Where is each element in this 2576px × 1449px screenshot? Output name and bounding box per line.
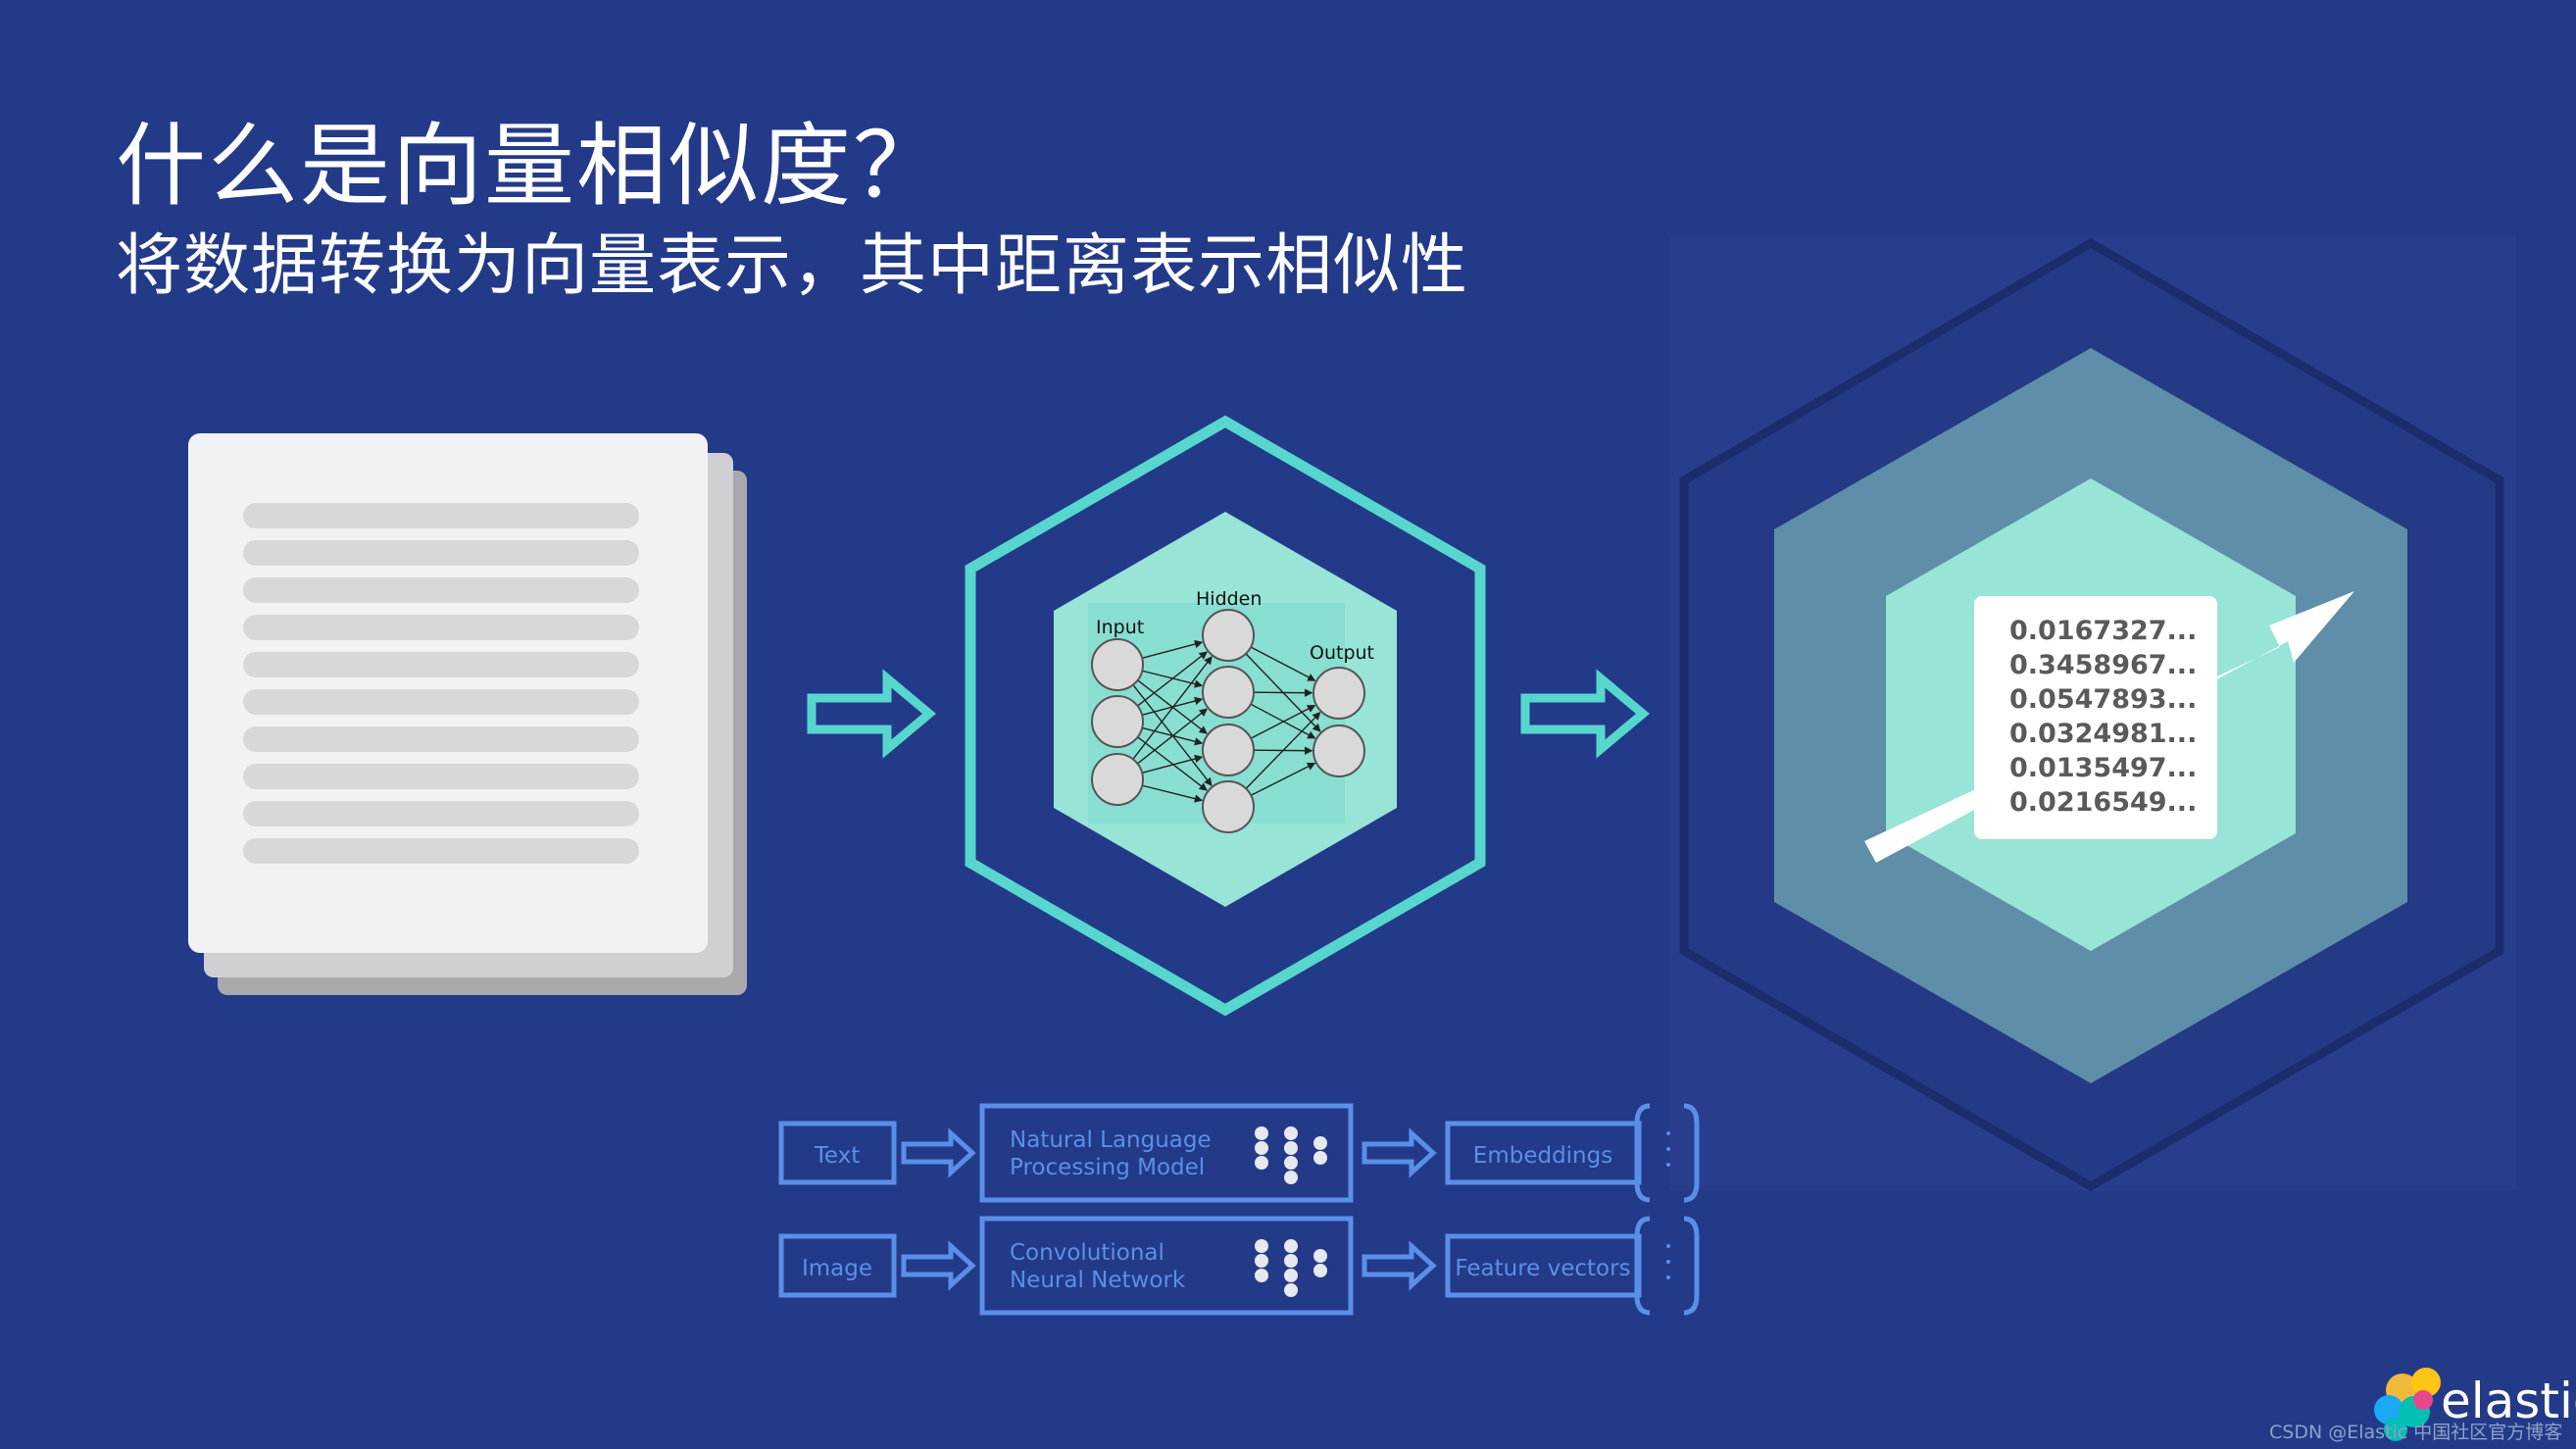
network-dots-icon [1255, 1126, 1327, 1184]
flow-arrow-icon [1525, 678, 1643, 749]
pipeline-model-label: Convolutional [1010, 1240, 1164, 1266]
flow-arrow-icon [812, 678, 929, 749]
pipeline-input-label: Image [802, 1256, 872, 1281]
document-line [243, 652, 639, 677]
vector-value: 0.3458967... [2009, 650, 2197, 680]
hidden-layer-label: Hidden [1196, 588, 1262, 610]
vector-value: 0.0135497... [2009, 753, 2197, 783]
vector-bracket-icon [1637, 1106, 1650, 1200]
vector-value: 0.0167327... [2009, 616, 2197, 646]
vector-value: 0.0324981... [2009, 719, 2197, 749]
document-line [243, 689, 639, 715]
pipeline-model-label: Neural Network [1010, 1268, 1186, 1293]
neural-network-hexagon: Hidden Input Output [970, 422, 1480, 1010]
network-node [1313, 668, 1364, 719]
document-line [243, 726, 639, 752]
network-node [1203, 724, 1254, 775]
pipeline-arrow-icon [1364, 1133, 1433, 1173]
document-stack-icon [188, 433, 747, 995]
network-node [1203, 667, 1254, 718]
pipeline-arrow-icon [904, 1246, 972, 1285]
network-node [1313, 725, 1364, 776]
pipeline-arrow-icon [1364, 1246, 1433, 1285]
network-node [1203, 781, 1254, 832]
pipeline-output-label: Feature vectors [1455, 1256, 1630, 1281]
document-line [243, 540, 639, 566]
document-line [243, 503, 639, 528]
pipeline-output-label: Embeddings [1473, 1143, 1612, 1169]
network-node [1092, 639, 1143, 690]
document-line [243, 764, 639, 789]
vector-value: 0.0547893... [2009, 684, 2197, 715]
pipeline-model-label: Processing Model [1010, 1155, 1205, 1180]
network-node [1092, 696, 1143, 747]
vector-bracket-icon [1637, 1219, 1650, 1313]
output-layer-label: Output [1310, 642, 1374, 664]
document-line [243, 577, 639, 603]
watermark-credit: CSDN @Elastic 中国社区官方博客 [2269, 1418, 2562, 1444]
input-layer-label: Input [1096, 617, 1144, 638]
network-node [1092, 754, 1143, 805]
network-dots-icon [1255, 1239, 1327, 1297]
pipeline-model-label: Natural Language [1010, 1127, 1212, 1153]
vector-value: 0.0216549... [2009, 787, 2197, 818]
network-edge [1254, 692, 1312, 693]
vector-bracket-icon [1684, 1219, 1697, 1313]
document-line [243, 801, 639, 826]
document-line [243, 838, 639, 864]
pipeline-input-label: Text [814, 1143, 861, 1169]
pipeline-arrow-icon [904, 1133, 972, 1173]
vector-values-card: 0.0167327... 0.3458967... 0.0547893... 0.03… [1974, 596, 2217, 839]
network-node [1203, 610, 1254, 661]
document-line [243, 615, 639, 640]
